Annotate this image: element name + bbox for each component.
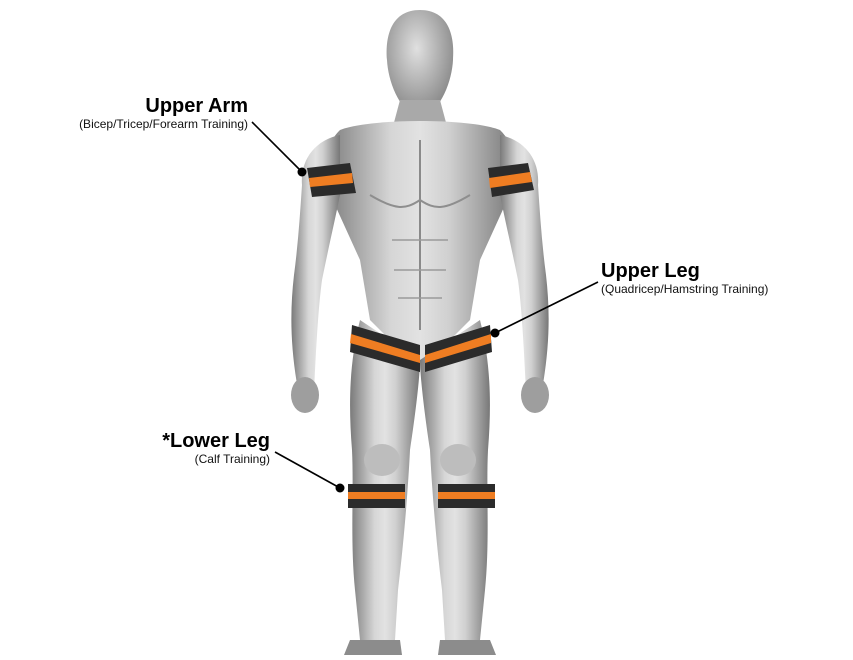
upper-leg-subtitle: (Quadricep/Hamstring Training) <box>601 282 851 296</box>
upper-arm-band-left <box>307 163 356 197</box>
upper-arm-leader <box>252 122 307 177</box>
upper-arm-label: Upper Arm (Bicep/Tricep/Forearm Training… <box>8 95 248 131</box>
lower-leg-subtitle: (Calf Training) <box>60 452 270 466</box>
upper-leg-label: Upper Leg (Quadricep/Hamstring Training) <box>601 260 851 296</box>
lower-leg-label: *Lower Leg (Calf Training) <box>60 430 270 466</box>
upper-arm-subtitle: (Bicep/Tricep/Forearm Training) <box>8 117 248 131</box>
upper-arm-title: Upper Arm <box>8 95 248 117</box>
lower-leg-leader <box>275 452 345 493</box>
lower-leg-band-right <box>438 484 495 508</box>
upper-leg-title: Upper Leg <box>601 260 851 282</box>
body-figure <box>291 10 549 655</box>
lower-leg-band-left <box>348 484 405 508</box>
lower-leg-title: *Lower Leg <box>60 430 270 452</box>
